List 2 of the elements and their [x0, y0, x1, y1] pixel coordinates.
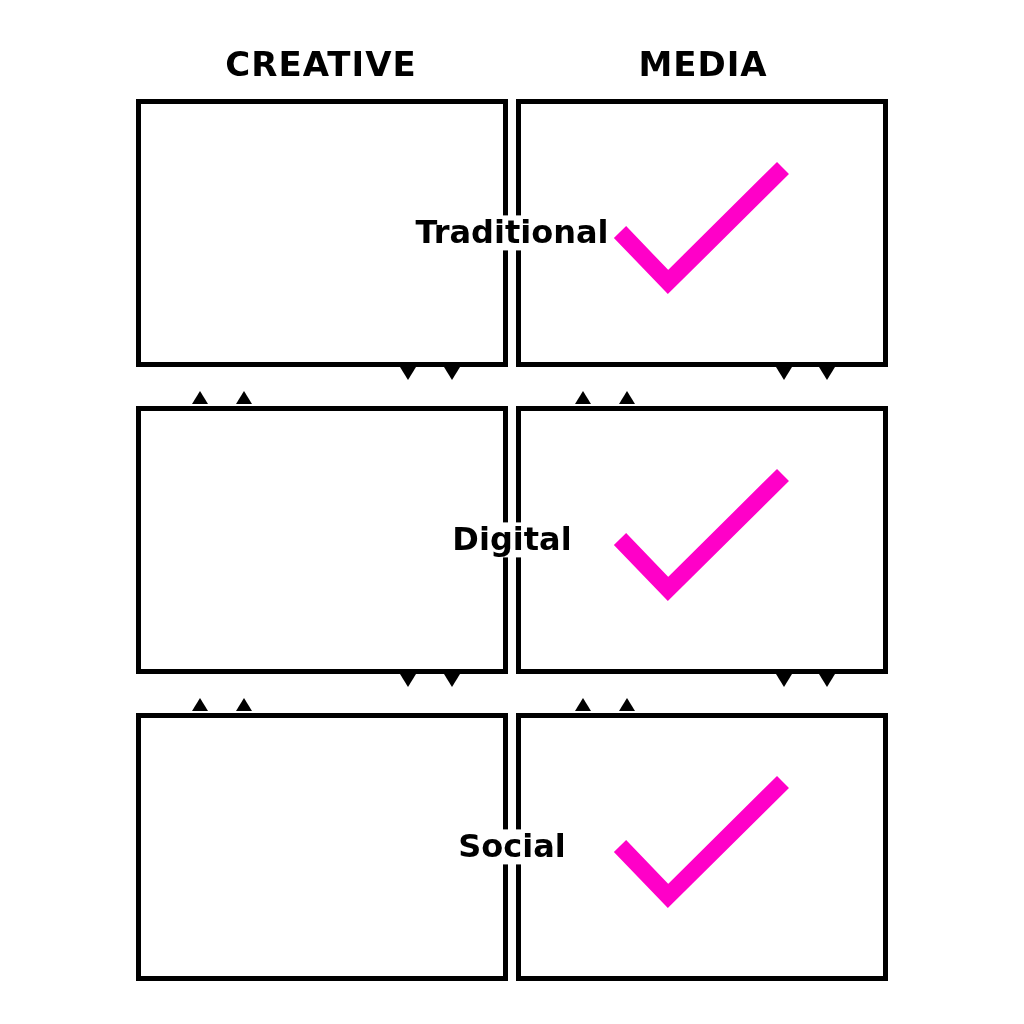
column-heading: CREATIVE [225, 46, 417, 84]
column-heading: MEDIA [638, 46, 768, 84]
